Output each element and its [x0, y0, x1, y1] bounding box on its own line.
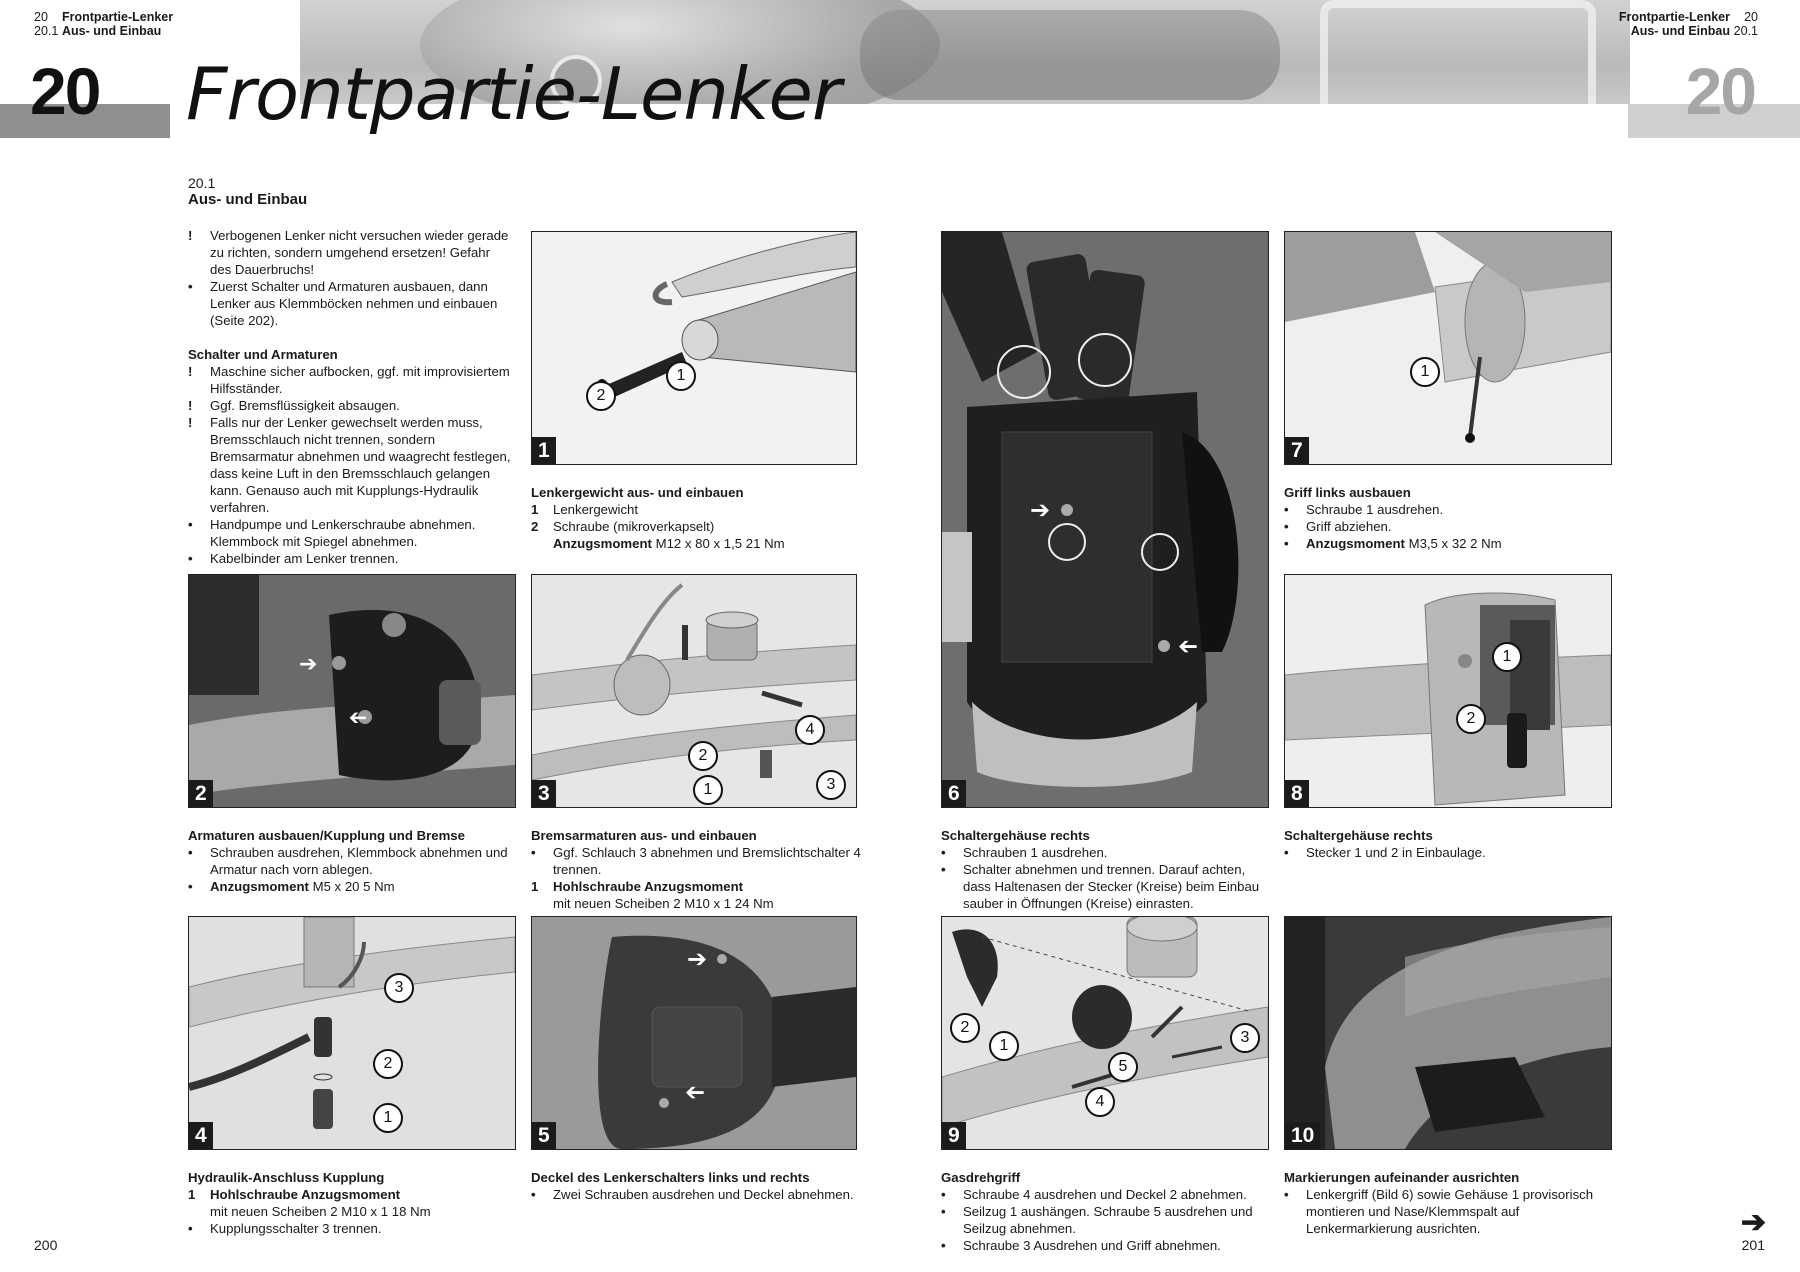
section-title: Aus- und Einbau: [188, 191, 308, 208]
chapter-band-left: [0, 104, 170, 138]
svg-text:➔: ➔: [1178, 633, 1198, 661]
list-item: !Verbogenen Lenker nicht versuchen wiede…: [188, 228, 509, 277]
chapter-number-right: 20: [1685, 54, 1757, 128]
figure-number: 6: [942, 780, 966, 807]
header-divider: [170, 104, 1628, 120]
figure-number: 1: [532, 437, 556, 464]
list-item: !Falls nur der Lenker gewechselt werden …: [188, 415, 511, 515]
figure-4: 3 2 1 4: [188, 916, 516, 1150]
caption-figure-7: Griff links ausbauen •Schraube 1 ausdreh…: [1284, 485, 1502, 551]
figure-6: ➔ ➔ 6: [941, 231, 1269, 808]
callout-2: 2: [1456, 704, 1486, 734]
figure-number: 9: [942, 1122, 966, 1149]
chapter-number-left: 20: [30, 54, 101, 128]
figure-number: 7: [1285, 437, 1309, 464]
figure-number: 5: [532, 1122, 556, 1149]
chapter-title: Frontpartie-Lenker: [186, 52, 842, 136]
caption-figure-9: Gasdrehgriff •Schraube 4 ausdrehen und D…: [941, 1170, 1253, 1253]
figure-2: ➔ ➔ 2: [188, 574, 516, 808]
intro-text: !Verbogenen Lenker nicht versuchen wiede…: [188, 227, 514, 567]
chapter-band-right: [1628, 104, 1800, 138]
page-number-right: 201: [1741, 1237, 1765, 1253]
svg-text:➔: ➔: [349, 705, 367, 730]
caption-figure-3: Bremsarmaturen aus- und einbauen •Ggf. S…: [531, 828, 861, 911]
callout-1: 1: [989, 1031, 1019, 1061]
figure-8: 1 2 8: [1284, 574, 1612, 808]
figure-10: 10: [1284, 916, 1612, 1150]
figure-number: 10: [1285, 1122, 1321, 1149]
list-item: •Zuerst Schalter und Armaturen ausbauen,…: [188, 279, 498, 328]
figure-number: 4: [189, 1122, 213, 1149]
callout-2: 2: [688, 741, 718, 771]
callout-3: 3: [384, 973, 414, 1003]
callout-3: 3: [816, 770, 846, 800]
callout-1: 1: [693, 775, 723, 805]
svg-text:➔: ➔: [687, 945, 707, 973]
figure-7: 1 7: [1284, 231, 1612, 465]
list-item: !Maschine sicher aufbocken, ggf. mit imp…: [188, 364, 510, 396]
figure-9: 2 1 5 3 4 9: [941, 916, 1269, 1150]
figure-3: 4 2 3 1 3: [531, 574, 857, 808]
callout-2: 2: [373, 1049, 403, 1079]
callout-2: 2: [586, 381, 616, 411]
svg-text:➔: ➔: [685, 1079, 705, 1107]
list-item: •Handpumpe und Lenkerschraube abnehmen. …: [188, 517, 476, 549]
callout-4: 4: [1085, 1087, 1115, 1117]
callout-3: 3: [1230, 1023, 1260, 1053]
figure-number: 8: [1285, 780, 1309, 807]
page-number-left: 200: [34, 1237, 58, 1253]
caption-figure-8: Schaltergehäuse rechts •Stecker 1 und 2 …: [1284, 828, 1486, 860]
callout-5: 5: [1108, 1052, 1138, 1082]
callout-1: 1: [666, 361, 696, 391]
list-item: !Ggf. Bremsflüssigkeit absaugen.: [188, 398, 400, 413]
caption-figure-5: Deckel des Lenkerschalters links und rec…: [531, 1170, 854, 1202]
svg-text:➔: ➔: [1030, 496, 1050, 524]
figure-number: 3: [532, 780, 556, 807]
callout-2: 2: [950, 1013, 980, 1043]
figure-1: 1 2 1: [531, 231, 857, 465]
caption-figure-10: Markierungen aufeinander ausrichten •Len…: [1284, 1170, 1594, 1236]
section-number: 20.1: [188, 175, 216, 191]
list-item: •Kabelbinder am Lenker trennen.: [188, 551, 399, 566]
callout-4: 4: [795, 715, 825, 745]
caption-figure-2: Armaturen ausbauen/Kupplung und Bremse •…: [188, 828, 508, 894]
callout-1: 1: [373, 1103, 403, 1133]
next-page-arrow-icon: ➔: [1740, 1206, 1766, 1239]
figure-number: 2: [189, 780, 213, 807]
header-photo: [300, 0, 1630, 120]
callout-1: 1: [1410, 357, 1440, 387]
svg-text:➔: ➔: [299, 652, 317, 677]
subheading: Schalter und Armaturen: [188, 347, 338, 362]
figure-5: ➔ ➔ 5: [531, 916, 857, 1150]
caption-figure-6: Schaltergehäuse rechts •Schrauben 1 ausd…: [941, 828, 1260, 911]
callout-1: 1: [1492, 642, 1522, 672]
